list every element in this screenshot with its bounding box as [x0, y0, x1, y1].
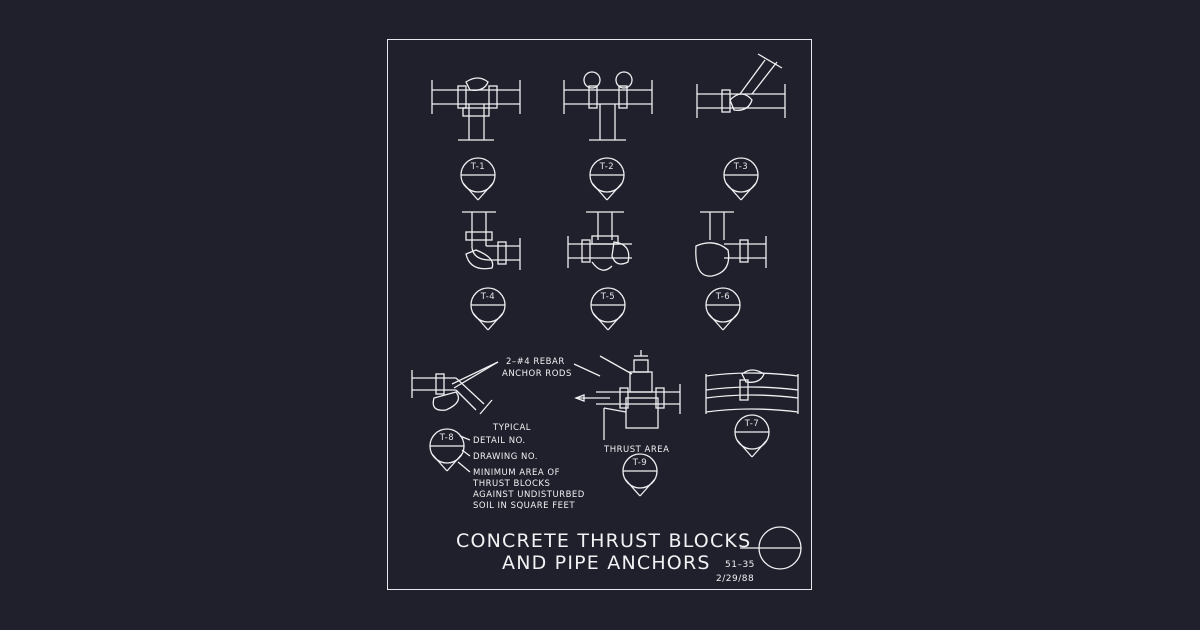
legend-leader-lines	[457, 363, 601, 473]
detail-tag-label: T-4	[480, 292, 495, 302]
min-area-note-line2: THRUST BLOCKS	[472, 479, 550, 489]
detail-tag-t5: T-5	[590, 287, 626, 331]
detail-tag-t4: T-4	[470, 287, 506, 331]
pipe-anchor-drawing	[411, 361, 499, 415]
detail-tag-label: T-5	[600, 292, 615, 302]
min-area-note-line4: SOIL IN SQUARE FEET	[473, 501, 575, 511]
tee-fitting-drawing	[431, 77, 521, 141]
thrust-area-note: THRUST AREA	[603, 445, 669, 455]
rebar-note-line2: ANCHOR RODS	[502, 369, 572, 379]
drawing-sheet-border	[387, 39, 812, 590]
detail-tag-t3: T-3	[723, 157, 759, 201]
min-area-note-line3: AGAINST UNDISTURBED	[473, 490, 585, 500]
sheet-number: 51–35	[725, 560, 755, 570]
detail-tag-t1: T-1	[460, 157, 496, 201]
detail-tag-label: T-6	[715, 292, 730, 302]
detail-tag-label: T-8	[439, 433, 454, 443]
detail-tag-label: T-9	[632, 458, 647, 468]
tee-fitting-drawing	[567, 211, 632, 271]
detail-tag-label: T-1	[470, 162, 485, 172]
detail-tag-t7: T-7	[734, 414, 770, 458]
drawing-no-note: DRAWING NO.	[473, 452, 538, 462]
cross-fitting-drawing	[695, 211, 767, 277]
drawing-date: 2/29/88	[716, 574, 754, 584]
tee-fitting-drawing	[563, 71, 653, 141]
wye-fitting-drawing	[696, 53, 786, 118]
rebar-note-line1: 2–#4 REBAR	[506, 357, 565, 367]
drawing-title-line1: CONCRETE THRUST BLOCKS	[456, 530, 751, 552]
detail-tag-t2: T-2	[589, 157, 625, 201]
detail-tag-label: T-2	[599, 162, 614, 172]
valve-anchor-drawing	[574, 350, 681, 440]
min-area-note-line1: MINIMUM AREA OF	[473, 468, 560, 478]
vertical-bend-drawing	[705, 369, 799, 414]
detail-tag-label: T-3	[733, 162, 748, 172]
drawing-title-line2: AND PIPE ANCHORS	[502, 552, 711, 574]
typical-note: TYPICAL	[492, 423, 531, 433]
detail-tag-t6: T-6	[705, 287, 741, 331]
title-circle-symbol	[740, 526, 802, 570]
detail-tag-label: T-7	[744, 419, 759, 429]
detail-tag-t8: T-8	[429, 428, 465, 472]
bend-fitting-drawing	[462, 211, 521, 270]
detail-tag-t9: T-9	[622, 453, 658, 497]
detail-no-note: DETAIL NO.	[473, 436, 526, 446]
